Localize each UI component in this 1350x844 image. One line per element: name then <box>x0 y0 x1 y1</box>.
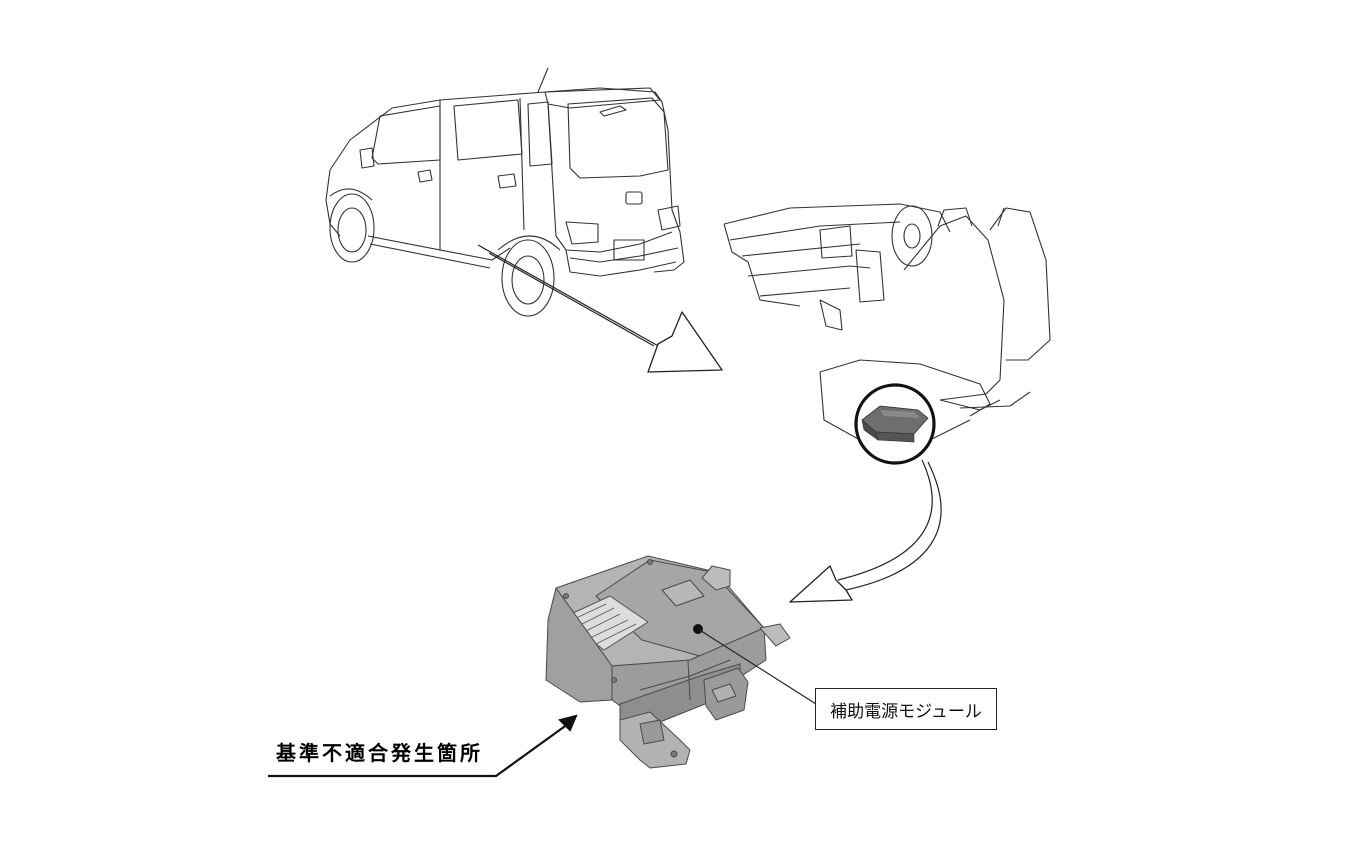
location-arrow <box>268 714 578 778</box>
module-highlight-circle <box>854 383 936 465</box>
car-to-interior-arrow <box>477 244 723 373</box>
module-callout-label: 補助電源モジュール <box>830 701 982 722</box>
callout-leader-line <box>697 628 817 705</box>
module-callout-box: 補助電源モジュール <box>815 688 997 730</box>
circle-to-module-arrow <box>789 459 942 603</box>
nonconformity-location-label: 基準不適合発生箇所 <box>276 741 483 765</box>
module-illustration <box>545 555 791 769</box>
interior-illustration <box>723 203 1051 441</box>
car-illustration <box>325 67 685 317</box>
